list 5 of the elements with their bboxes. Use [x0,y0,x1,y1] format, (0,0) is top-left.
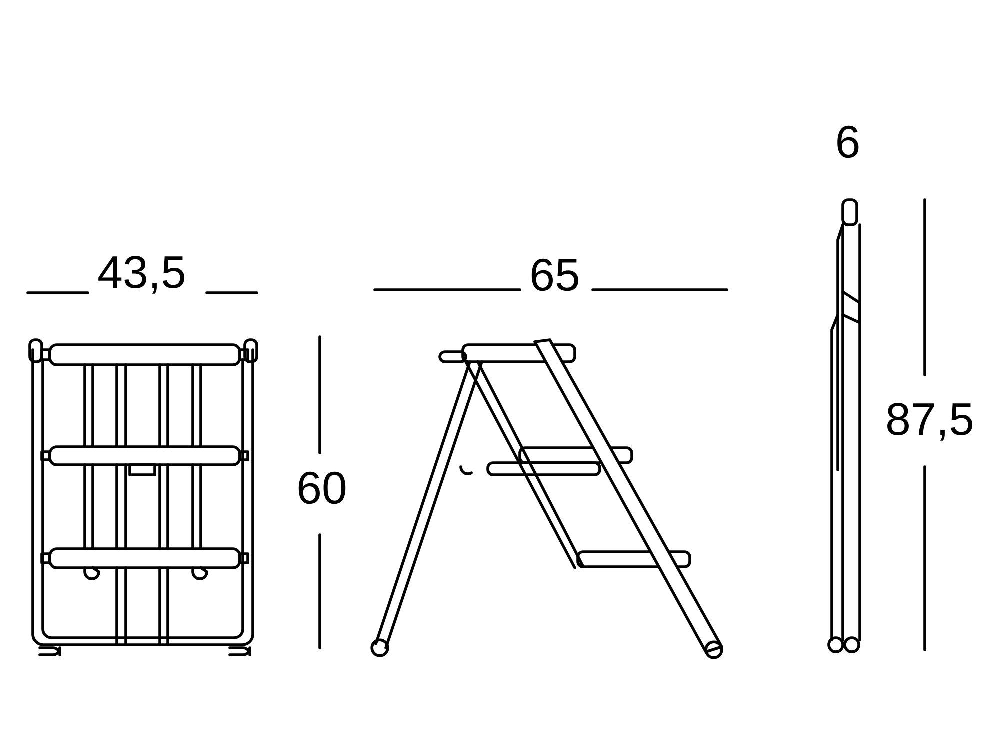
dimension-label: 87,5 [888,403,973,441]
dimension-label: 43,5 [98,256,185,294]
dimension-label: 65 [532,258,578,292]
dimension-label: 60 [298,472,346,504]
dimension-label: 6 [838,126,859,158]
